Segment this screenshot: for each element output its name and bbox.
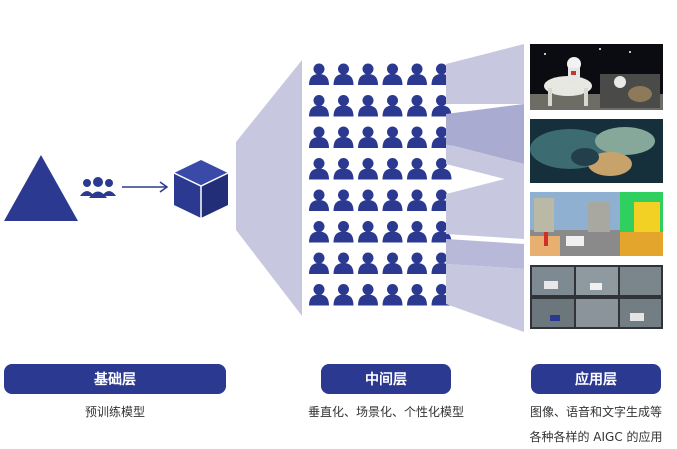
person-icon <box>382 284 403 306</box>
person-icon <box>407 221 427 243</box>
person-icon <box>407 126 427 148</box>
person-icon <box>309 95 329 117</box>
person-icon <box>407 189 427 211</box>
person-icon <box>309 126 329 148</box>
middle-layer-label: 中间层 <box>321 364 451 394</box>
person-icon <box>333 126 354 148</box>
person-icon <box>382 126 403 148</box>
person-icon <box>333 189 354 211</box>
person-icon <box>358 126 378 148</box>
person-icon <box>358 95 378 117</box>
person-icon <box>382 189 403 211</box>
street-segmentation-image <box>530 192 663 256</box>
person-icon <box>407 158 427 180</box>
person-icon <box>333 252 354 274</box>
person-icon <box>407 252 427 274</box>
person-icon <box>382 221 403 243</box>
application-layer-caption-line2: 各种各样的 AIGC 的应用 <box>529 430 663 444</box>
person-icon <box>358 221 378 243</box>
people-icon <box>80 177 116 198</box>
person-icon <box>431 158 452 180</box>
person-icon <box>309 284 329 306</box>
person-icon <box>358 284 378 306</box>
person-icon <box>333 221 354 243</box>
foundation-layer-label: 基础层 <box>4 364 226 394</box>
application-layer-label: 应用层 <box>531 364 661 394</box>
person-icon <box>358 63 378 85</box>
driving-camera-grid-image <box>530 265 663 329</box>
arrow-right-icon <box>122 181 169 193</box>
person-icon <box>333 63 354 85</box>
person-icon <box>407 95 427 117</box>
person-icon <box>358 252 378 274</box>
person-icon <box>358 189 378 211</box>
person-icon <box>309 63 329 85</box>
person-icon <box>382 158 403 180</box>
person-icon <box>382 95 403 117</box>
abstract-painting-image <box>530 119 663 183</box>
person-icon <box>333 284 354 306</box>
person-icon <box>309 221 329 243</box>
funnel-left <box>236 60 302 316</box>
application-layer-caption-line1: 图像、语音和文字生成等 <box>529 405 662 419</box>
funnel-right <box>446 44 524 332</box>
person-icon <box>382 252 403 274</box>
person-icon <box>407 284 427 306</box>
astronaut-horse-image <box>530 44 663 110</box>
people-grid <box>308 62 456 312</box>
cube-icon <box>173 160 229 218</box>
foundation-layer-caption: 预训练模型 <box>84 405 145 419</box>
triangle-icon <box>4 155 78 221</box>
person-icon <box>382 63 403 85</box>
person-icon <box>309 189 329 211</box>
person-icon <box>333 95 354 117</box>
middle-layer-caption: 垂直化、场景化、个性化模型 <box>307 405 464 419</box>
person-icon <box>431 95 452 117</box>
person-icon <box>309 252 329 274</box>
person-icon <box>407 63 427 85</box>
person-icon <box>309 158 329 180</box>
person-icon <box>358 158 378 180</box>
person-icon <box>333 158 354 180</box>
